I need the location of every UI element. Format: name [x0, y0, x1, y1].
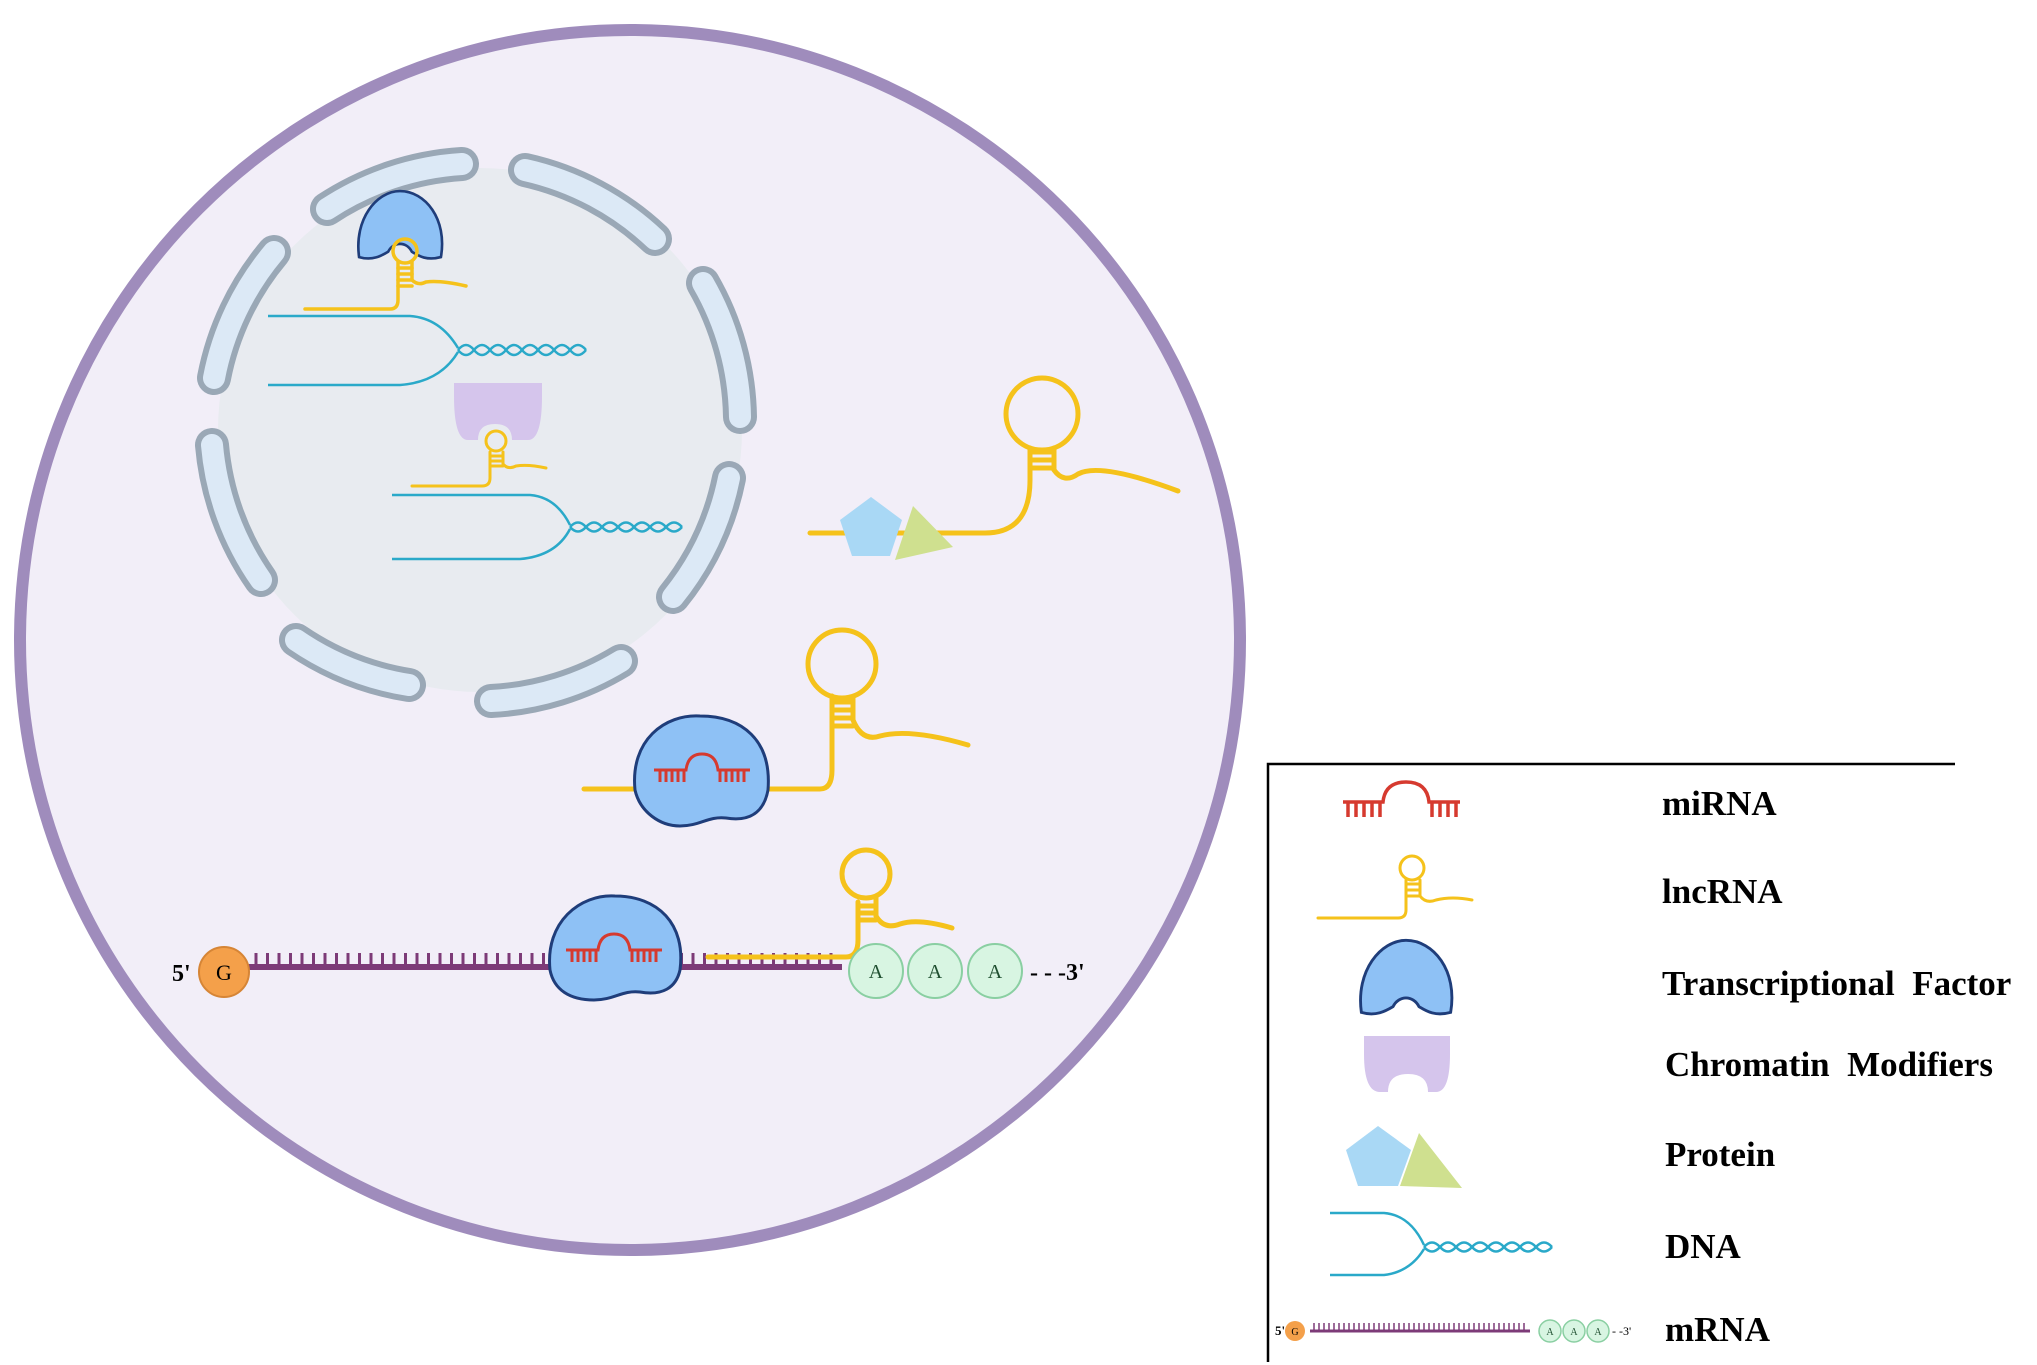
five-prime-cap [198, 946, 250, 998]
transcription-factor-icon [1359, 938, 1454, 1016]
lncrna-nucleus-1 [303, 237, 468, 311]
mrna-icon: 5' G A A A - -3' [1275, 1319, 1631, 1343]
mrna-cap: G [198, 946, 250, 998]
poly-a-2-label: A [928, 961, 943, 983]
poly-a-2 [907, 943, 963, 999]
mirna-icon [1343, 780, 1460, 817]
legend-label-dna: DNA [1665, 1227, 1742, 1266]
protein-triangle [895, 506, 953, 560]
dna-nucleus-1 [268, 314, 587, 387]
mrna-five-prime-label: 5' [172, 961, 191, 987]
transcription-factor-cytoplasm [633, 714, 770, 828]
chromatin-modifier-nucleus [454, 383, 542, 440]
lncrna-icon [1316, 854, 1474, 920]
mini-mrna-three-prime: - -3' [1612, 1324, 1631, 1338]
poly-a-1 [848, 943, 904, 999]
mirna-bound-2 [566, 932, 662, 962]
poly-a-1-label: A [869, 961, 884, 983]
tf-lncrna-dna-complex [268, 189, 587, 387]
mini-poly-a-1: A [1546, 1327, 1554, 1338]
legend-border [1266, 762, 1955, 1362]
poly-a-3 [967, 943, 1023, 999]
lncrna-nucleus-2 [410, 429, 548, 488]
dna-nucleus-2 [392, 493, 683, 561]
transcription-factor-mrna [548, 894, 683, 1002]
legend-label-protein: Protein [1665, 1135, 1775, 1174]
lncrna-sponge [581, 627, 971, 792]
poly-a-tail: A A A [848, 943, 1023, 999]
dna-icon [1330, 1211, 1553, 1277]
chromatin-modifier-icon [1364, 1036, 1450, 1092]
mrna-strand: 5' G A A A - - -3' [172, 847, 1085, 1002]
protein-pentagon [840, 497, 902, 556]
legend-label-chromatin-modifiers: Chromatin Modifiers [1665, 1045, 1993, 1084]
tf-mirna-lncrna-complex [581, 627, 971, 828]
protein-lncrna-complex [807, 375, 1181, 560]
mrna-three-prime-label: - - -3' [1030, 960, 1085, 986]
mini-poly-a-3: A [1594, 1327, 1602, 1338]
mini-mrna-cap-letter: G [1291, 1327, 1298, 1338]
poly-a-3-label: A [988, 961, 1003, 983]
legend: 5' G A A A - -3' miRNA lncRNA Transcript… [1266, 762, 2011, 1362]
mini-poly-a-2: A [1570, 1327, 1578, 1338]
lncrna-protein-scaffold [807, 375, 1181, 536]
legend-label-lncrna: lncRNA [1662, 872, 1783, 911]
protein-icon [1346, 1126, 1462, 1188]
nuclear-envelope [195, 147, 757, 718]
legend-label-transcription-factor: Transcriptional Factor [1662, 964, 2011, 1003]
mirna-bound-1 [654, 752, 750, 782]
five-prime-cap-letter: G [216, 960, 232, 985]
mini-mrna-five-prime: 5' [1275, 1323, 1285, 1338]
chromatin-lncrna-dna-complex [392, 383, 683, 561]
legend-label-mrna: mRNA [1665, 1310, 1771, 1349]
nucleus [195, 147, 757, 718]
legend-label-mirna: miRNA [1662, 784, 1777, 823]
